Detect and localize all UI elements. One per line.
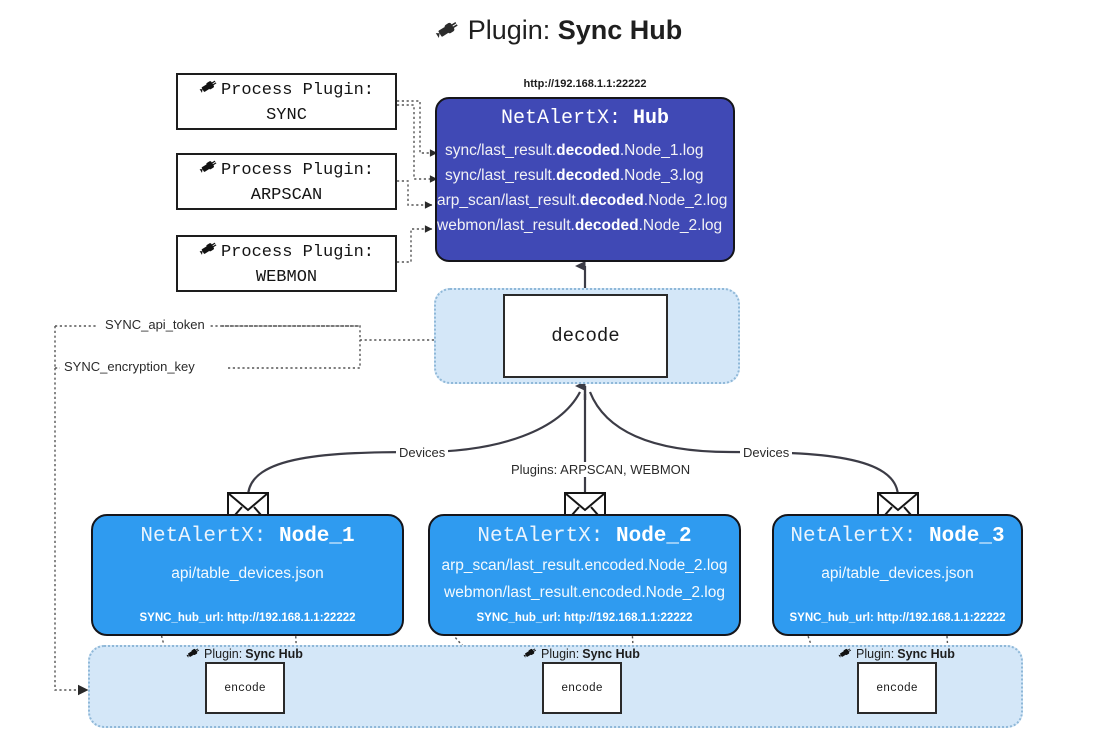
encode-plugin-tag-2: Plugin: Sync Hub	[523, 645, 640, 663]
hub-log-line: webmon/last_result.decoded.Node_2.log	[437, 217, 723, 234]
node-title: NetAlertX: Node_1	[93, 525, 402, 548]
encode-plugin-tag-strong: Sync Hub	[582, 647, 640, 661]
page-title-lead: Plugin:	[467, 15, 551, 45]
node-card-3[interactable]: NetAlertX: Node_3 api/table_devices.json…	[772, 514, 1023, 636]
node-label: Node_3	[929, 525, 1005, 548]
plug-icon	[523, 645, 538, 663]
node-log-line: webmon/last_result.encoded.Node_2.log	[444, 584, 725, 601]
hub-title: NetAlertX: Hub	[437, 107, 733, 130]
hub-log-line: sync/last_result.decoded.Node_3.log	[445, 167, 704, 184]
encode-plugin-tag-1: Plugin: Sync Hub	[186, 645, 303, 663]
node-log-list: api/table_devices.json	[93, 560, 402, 587]
sync-api-token-label: SYNC_api_token	[102, 317, 208, 332]
process-plugin-webmon[interactable]: Process Plugin: WEBMON	[176, 235, 397, 292]
node-title: NetAlertX: Node_3	[774, 525, 1021, 548]
node-hub-url: SYNC_hub_url: http://192.168.1.1:22222	[476, 612, 693, 624]
process-plugin-sync[interactable]: Process Plugin: SYNC	[176, 73, 397, 130]
process-plugin-line2: ARPSCAN	[250, 186, 323, 205]
node-name: NetAlertX:	[790, 525, 917, 548]
decode-box[interactable]: decode	[503, 294, 668, 378]
hub-url-label: http://192.168.1.1:22222	[523, 78, 647, 90]
page-title-strong: Sync Hub	[557, 15, 683, 45]
process-plugin-line1: Process Plugin:	[220, 80, 375, 100]
node-title: NetAlertX: Node_2	[430, 525, 739, 548]
hub-log-line: sync/last_result.decoded.Node_1.log	[445, 142, 704, 159]
encode-box-1[interactable]: encode	[205, 662, 285, 714]
plug-icon	[838, 645, 853, 663]
encode-plugin-tag-strong: Sync Hub	[245, 647, 303, 661]
node-name: NetAlertX:	[477, 525, 604, 548]
node-log-list: arp_scan/last_result.encoded.Node_2.log …	[430, 552, 739, 606]
node-hub-url: SYNC_hub_url: http://192.168.1.1:22222	[139, 612, 356, 624]
node-label: Node_1	[279, 525, 355, 548]
encode-plugin-tag-lead: Plugin:	[541, 647, 580, 661]
node-log-line: api/table_devices.json	[171, 565, 324, 582]
node-card-1[interactable]: NetAlertX: Node_1 api/table_devices.json…	[91, 514, 404, 636]
sync-encryption-key-label: SYNC_encryption_key	[61, 359, 198, 374]
node-card-2[interactable]: NetAlertX: Node_2 arp_scan/last_result.e…	[428, 514, 741, 636]
process-plugin-line2: SYNC	[266, 106, 307, 125]
page-title: Plugin: Sync Hub	[0, 15, 1117, 49]
encode-plugin-tag-strong: Sync Hub	[897, 647, 955, 661]
node-log-list: api/table_devices.json	[774, 560, 1021, 587]
node-hub-url: SYNC_hub_url: http://192.168.1.1:22222	[789, 612, 1006, 624]
encode-plugin-tag-lead: Plugin:	[204, 647, 243, 661]
process-plugin-line1: Process Plugin:	[220, 160, 375, 180]
encode-plugin-tag-lead: Plugin:	[856, 647, 895, 661]
hub-log-list: sync/last_result.decoded.Node_1.log sync…	[437, 138, 733, 238]
node-name: NetAlertX:	[140, 525, 267, 548]
node-log-line: api/table_devices.json	[821, 565, 974, 582]
devices-left-label: Devices	[396, 445, 449, 460]
node-label: Node_2	[616, 525, 692, 548]
hub-card[interactable]: NetAlertX: Hub sync/last_result.decoded.…	[435, 97, 735, 262]
process-plugin-line2: WEBMON	[255, 268, 318, 287]
plugins-center-label: Plugins: ARPSCAN, WEBMON	[508, 462, 694, 477]
process-plugin-arpscan[interactable]: Process Plugin: ARPSCAN	[176, 153, 397, 210]
devices-right-label: Devices	[740, 445, 793, 460]
encode-box-3[interactable]: encode	[857, 662, 937, 714]
hub-name: NetAlertX:	[500, 107, 621, 130]
node-log-line: arp_scan/last_result.encoded.Node_2.log	[441, 557, 728, 574]
encode-box-2[interactable]: encode	[542, 662, 622, 714]
plug-icon	[199, 238, 219, 266]
plug-icon	[186, 645, 201, 663]
process-plugin-line1: Process Plugin:	[220, 242, 375, 262]
hub-log-line: arp_scan/last_result.decoded.Node_2.log	[437, 192, 728, 209]
encode-plugin-tag-3: Plugin: Sync Hub	[838, 645, 955, 663]
plug-icon	[199, 76, 219, 104]
plug-icon	[199, 156, 219, 184]
hub-label: Hub	[633, 107, 670, 130]
plug-icon	[435, 16, 461, 49]
